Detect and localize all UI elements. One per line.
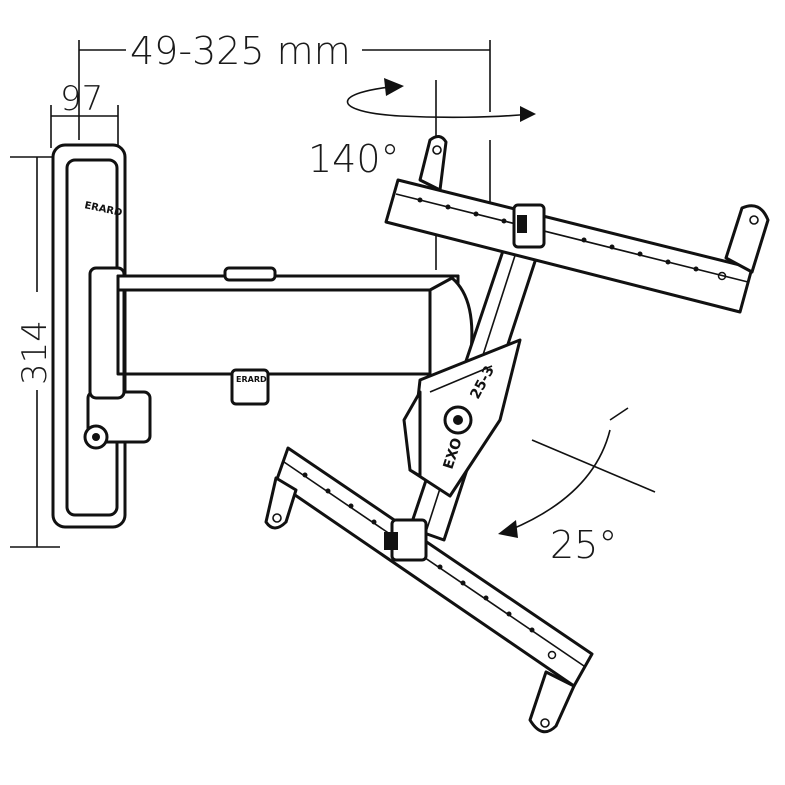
swivel-arrow-icon (384, 78, 404, 96)
upper-rail-holes (417, 197, 727, 281)
swivel-indicator: 140° (308, 78, 536, 270)
extension-dimension: 49-325 mm (78, 29, 491, 205)
lower-rail (264, 446, 594, 734)
height-label: 314 (15, 320, 55, 385)
tilt-arrow-icon (498, 520, 518, 538)
swivel-arrow-icon (520, 106, 536, 122)
arm-brand-label: ERARD (236, 375, 267, 384)
upper-rail (384, 135, 770, 314)
extension-label: 49-325 mm (130, 29, 351, 73)
pivot-head: 25-3 EXO (402, 338, 522, 498)
height-dimension: 314 (10, 156, 60, 548)
depth-label: 97 (60, 79, 103, 119)
tilt-label: 25° (550, 523, 617, 567)
lower-rail-holes (302, 472, 557, 660)
tilt-indicator: 25° (498, 407, 656, 567)
arm: ERARD (88, 266, 474, 406)
swivel-label: 140° (308, 137, 400, 181)
depth-dimension: 97 (50, 79, 119, 148)
